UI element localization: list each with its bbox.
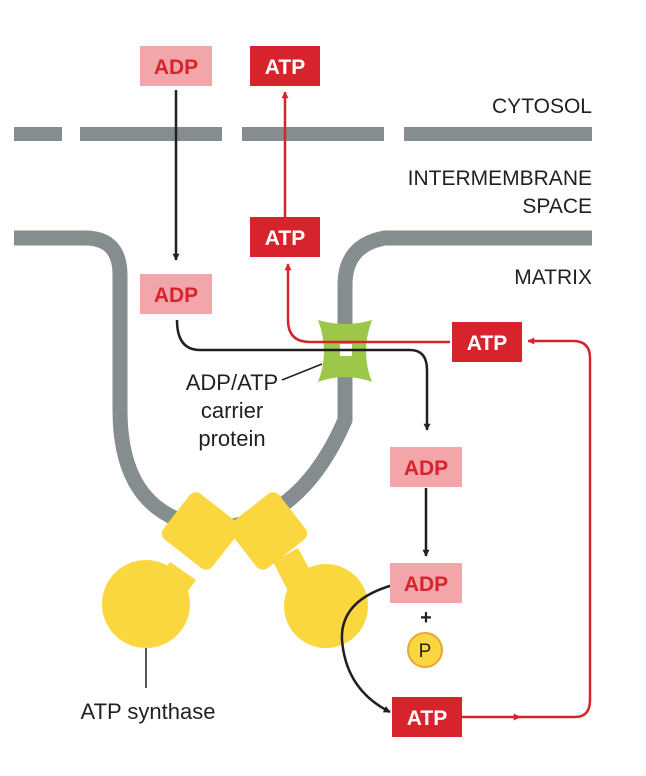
svg-text:ATP: ATP xyxy=(265,56,305,79)
atp-box-intermembrane: ATP xyxy=(250,217,320,257)
carrier-leader-line xyxy=(281,363,323,381)
svg-text:ATP: ATP xyxy=(467,332,507,355)
svg-text:ADP: ADP xyxy=(154,56,198,79)
atp-box-cytosol: ATP xyxy=(250,46,320,86)
atp-arrows xyxy=(281,91,592,721)
adp-box-cytosol: ADP xyxy=(140,46,212,86)
cytosol-label: CYTOSOL xyxy=(492,95,592,118)
svg-text:ADP: ADP xyxy=(404,573,448,596)
intermembrane-label-line1: INTERMEMBRANE xyxy=(408,167,592,190)
adp-box-intermembrane: ADP xyxy=(140,274,212,314)
adp-arrows xyxy=(172,90,431,714)
matrix-label: MATRIX xyxy=(514,266,592,289)
plus-sign: + xyxy=(420,607,432,629)
atp-synthase xyxy=(102,492,368,688)
intermembrane-label-line2: SPACE xyxy=(522,195,592,218)
carrier-label-line3: protein xyxy=(198,426,265,451)
svg-text:ATP: ATP xyxy=(265,227,305,250)
adp-box-synthase-input: ADP xyxy=(390,563,462,603)
phosphate: P xyxy=(407,632,443,668)
inner-membrane xyxy=(14,230,592,536)
atp-synthase-label: ATP synthase xyxy=(81,699,216,724)
svg-text:ADP: ADP xyxy=(154,284,198,307)
adp-box-matrix: ADP xyxy=(390,447,462,487)
svg-text:ADP: ADP xyxy=(404,457,448,480)
svg-text:P: P xyxy=(419,641,432,662)
atp-box-synthase-output: ATP xyxy=(392,697,462,737)
carrier-label-line1: ADP/ATP xyxy=(186,370,279,395)
outer-membrane xyxy=(14,127,592,141)
carrier-label-line2: carrier xyxy=(201,398,263,423)
svg-text:ATP: ATP xyxy=(407,707,447,730)
atp-box-matrix-exit: ATP xyxy=(452,322,522,362)
